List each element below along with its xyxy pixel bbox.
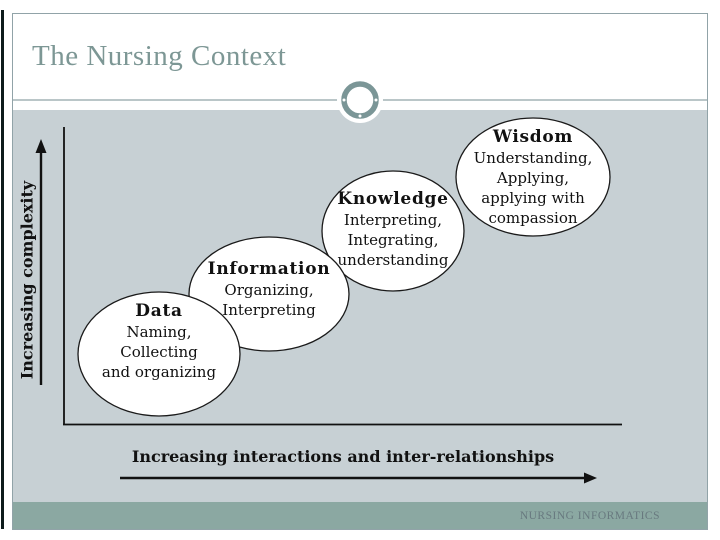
node-data-title: Data	[135, 300, 183, 321]
ellipse-knowledge	[321, 170, 465, 292]
left-accent-bar	[1, 10, 4, 529]
y-axis-arrow	[35, 139, 47, 385]
node-wisdom-line: compassion	[488, 208, 578, 227]
node-wisdom-line: Applying,	[496, 168, 570, 187]
node-wisdom-line: Understanding,	[473, 148, 593, 167]
node-information-line: Organizing,	[224, 280, 314, 299]
node-wisdom: Wisdom Understanding, Applying, applying…	[456, 118, 610, 236]
ellipse-data	[77, 291, 241, 417]
node-data: Data Naming, Collecting and organizing	[78, 292, 240, 416]
node-data-line: Naming,	[126, 322, 192, 341]
node-knowledge: Knowledge Interpreting, Integrating, und…	[322, 171, 464, 291]
node-knowledge-line: understanding	[337, 250, 449, 269]
node-wisdom-line: applying with	[481, 188, 585, 207]
ellipse-wisdom	[455, 117, 611, 237]
node-information-line: Interpreting	[222, 300, 316, 319]
circle-ornament-icon	[337, 77, 383, 123]
node-knowledge-title: Knowledge	[337, 188, 449, 209]
node-wisdom-title: Wisdom	[492, 126, 574, 147]
x-axis-label: Increasing interactions and inter-relati…	[131, 447, 555, 466]
node-knowledge-line: Integrating,	[347, 230, 439, 249]
y-axis-label: Increasing complexity	[17, 180, 37, 380]
footer-bar: NURSING INFORMATICS	[13, 502, 707, 529]
node-information: Information Organizing, Interpreting	[189, 237, 349, 351]
page-title: The Nursing Context	[32, 40, 287, 72]
node-data-line: and organizing	[101, 362, 217, 381]
node-information-title: Information	[207, 258, 331, 279]
x-axis-arrow	[120, 472, 597, 484]
footer-text: NURSING INFORMATICS	[519, 509, 660, 522]
node-knowledge-line: Interpreting,	[343, 210, 443, 229]
node-data-line: Collecting	[120, 342, 198, 361]
